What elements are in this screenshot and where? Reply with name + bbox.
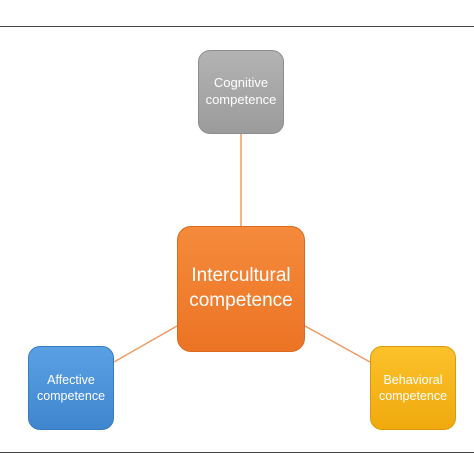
top-border-line bbox=[0, 26, 474, 27]
bottom-border-line bbox=[0, 452, 474, 453]
behavioral-competence-label: Behavioral competence bbox=[378, 372, 448, 403]
intercultural-competence-label: Intercultural competence bbox=[189, 265, 293, 311]
cognitive-competence-label: Cognitive competence bbox=[205, 75, 277, 107]
cognitive-competence-node: Cognitive competence bbox=[198, 50, 284, 134]
affective-competence-node: Affective competence bbox=[28, 346, 114, 430]
connector-behavioral bbox=[304, 325, 371, 363]
affective-competence-label: Affective competence bbox=[36, 372, 106, 403]
connector-affective bbox=[113, 325, 178, 363]
intercultural-competence-node: Intercultural competence bbox=[177, 226, 305, 352]
behavioral-competence-node: Behavioral competence bbox=[370, 346, 456, 430]
